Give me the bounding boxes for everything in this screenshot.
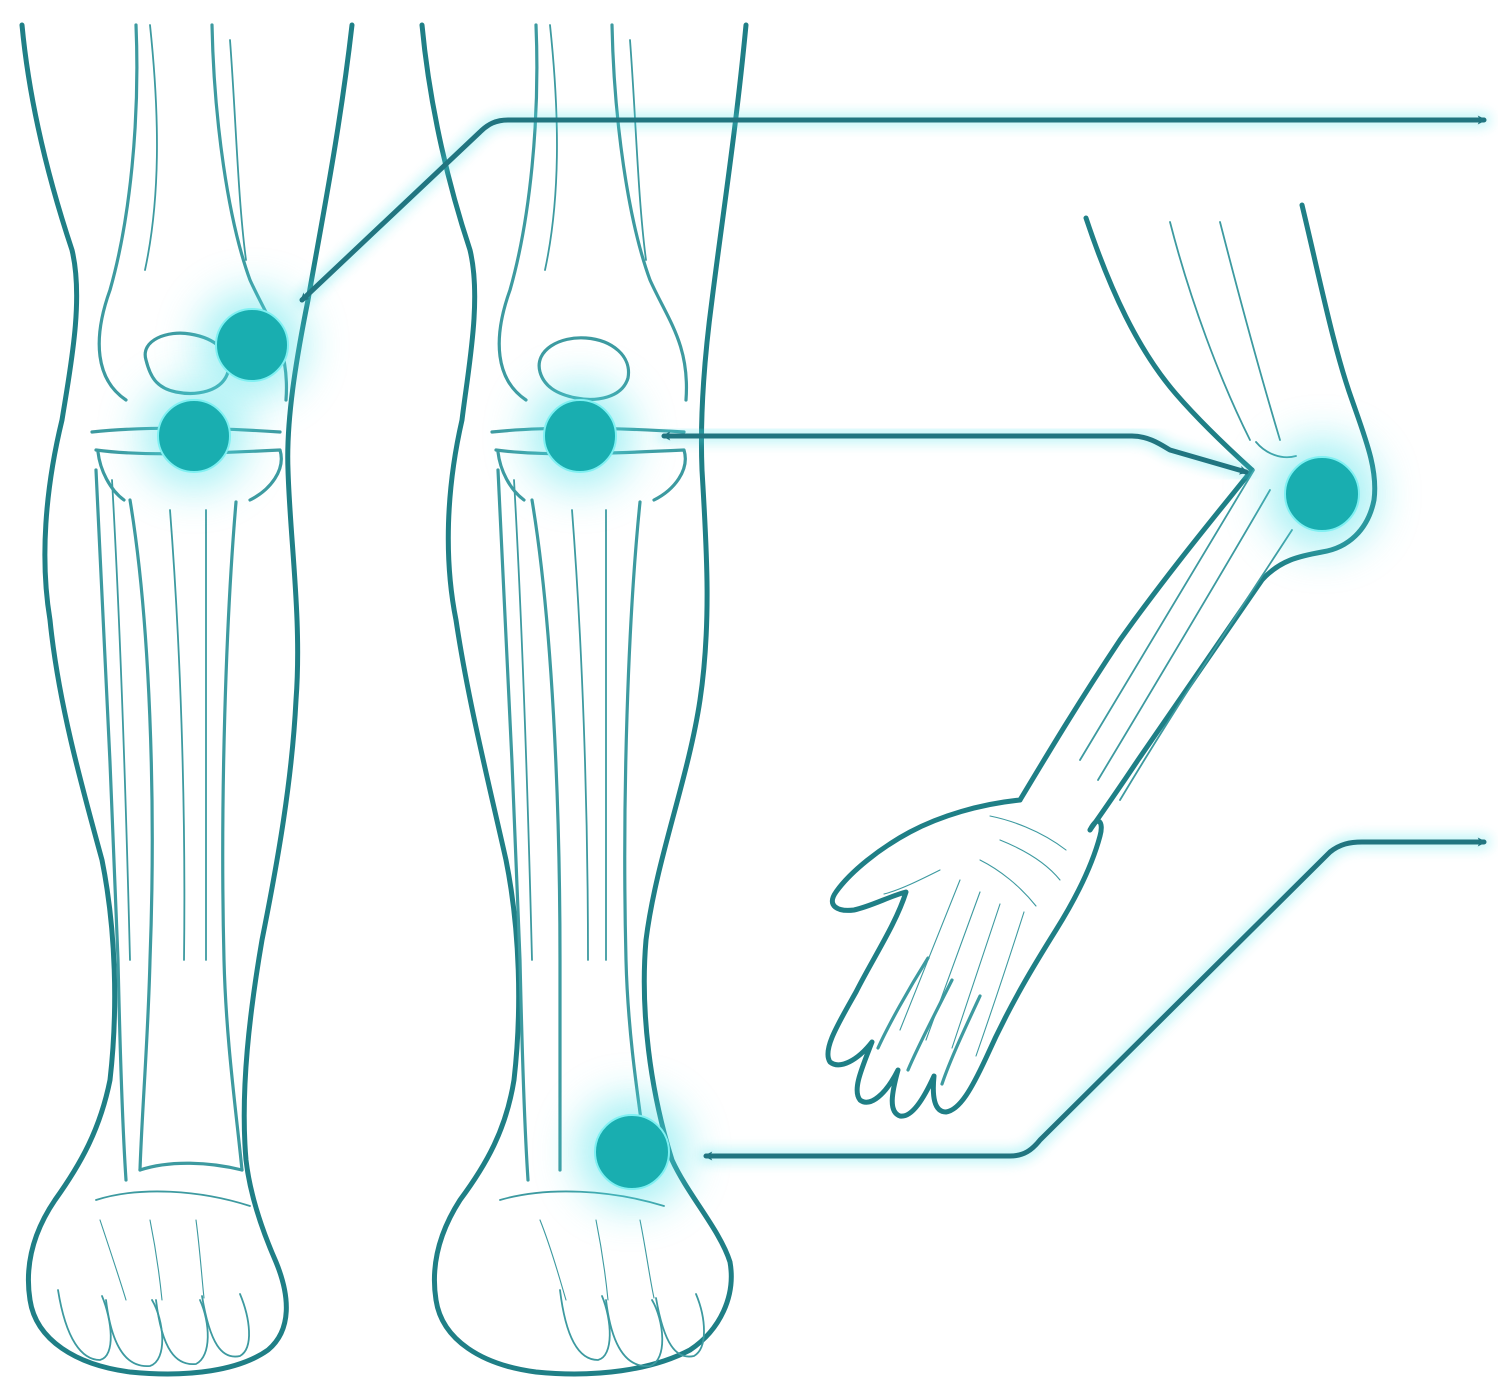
joint-marker-right-knee	[544, 400, 616, 472]
arrows	[302, 120, 1484, 1156]
arrow-ankle	[706, 842, 1484, 1156]
joint-marker-right-ankle	[595, 1115, 669, 1189]
joint-marker-left-knee-upper	[216, 309, 288, 381]
joint-marker-left-knee-lower	[158, 400, 230, 472]
arrow-left-knee	[302, 120, 1484, 300]
left-leg	[22, 25, 352, 1374]
arm	[828, 205, 1375, 1116]
joint-marker-elbow	[1285, 457, 1359, 531]
